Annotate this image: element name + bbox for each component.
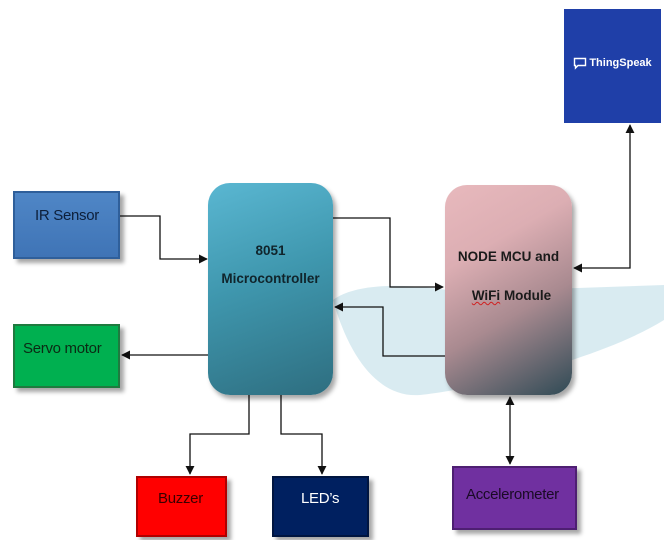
nodemcu-label-line1: NODE MCU and xyxy=(457,249,560,264)
leds-block: LED’s xyxy=(272,476,369,537)
microcontroller-block: 8051 Microcontroller xyxy=(208,183,333,395)
accelerometer-block: Accelerometer xyxy=(452,466,577,530)
microcontroller-label-line1: 8051 xyxy=(255,243,286,258)
nodemcu-label-line2: WiFi Module xyxy=(472,288,551,303)
microcontroller-label-line2: Microcontroller xyxy=(221,271,320,286)
speech-bubble-icon xyxy=(574,57,587,70)
wire-mcu-to-nodemcu xyxy=(333,217,444,292)
thingspeak-block: ThingSpeak xyxy=(564,9,661,123)
servo-motor-label: Servo motor xyxy=(23,340,102,357)
wire-nodemcu-to-mcu xyxy=(334,302,445,357)
nodemcu-wifi-block: NODE MCU and WiFi Module xyxy=(445,185,572,395)
thingspeak-label: ThingSpeak xyxy=(589,57,652,69)
leds-label: LED’s xyxy=(301,490,340,507)
nodemcu-label-wifi: WiFi xyxy=(471,288,501,303)
ir-sensor-label: IR Sensor xyxy=(35,207,99,224)
wire-mcu-to-leds xyxy=(280,395,327,475)
buzzer-block: Buzzer xyxy=(136,476,227,537)
thingspeak-logo: ThingSpeak xyxy=(573,57,652,70)
wire-mcu-to-buzzer xyxy=(185,395,250,475)
ir-sensor-block: IR Sensor xyxy=(13,191,120,259)
accelerometer-label: Accelerometer xyxy=(466,486,559,503)
wire-ir-to-mcu xyxy=(120,215,208,264)
servo-motor-block: Servo motor xyxy=(13,324,120,388)
nodemcu-label-module: Module xyxy=(500,288,552,303)
wire-nodemcu-thingspeak xyxy=(573,124,635,273)
buzzer-label: Buzzer xyxy=(158,490,203,507)
